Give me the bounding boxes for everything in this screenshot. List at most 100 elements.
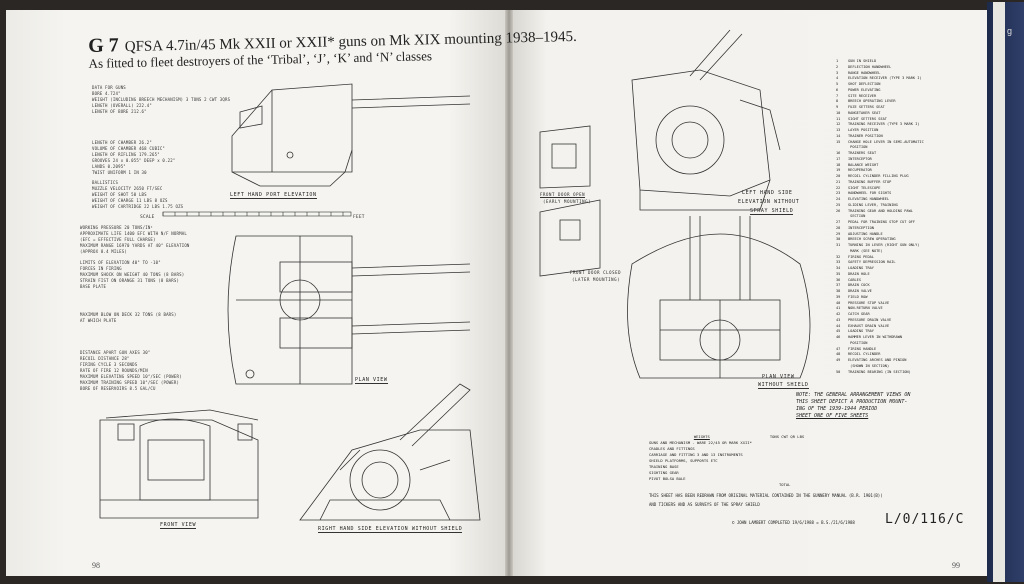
- index-text: DEFLECTION HANDWHEEL: [848, 64, 892, 69]
- specs-range: WORKING PRESSURE 20 TONS/IN² APPROXIMATE…: [80, 225, 190, 255]
- index-text: INTERCEPTOR: [848, 156, 872, 161]
- cover-strip: [993, 2, 1005, 582]
- index-number: 34: [836, 266, 841, 270]
- index-text: NON-RETURN VALVE: [848, 306, 883, 311]
- weights-row: PIVOT BOLSA BALE: [649, 476, 686, 481]
- index-text: SLIDING LEVER, TRAINING: [848, 202, 898, 207]
- label-front-door-open: FRONT DOOR OPEN: [540, 192, 586, 198]
- index-text: PRESSURE STOP VALVE: [848, 300, 890, 305]
- index-item: 19 RECUPERATOR: [836, 168, 924, 174]
- index-number: 25: [836, 202, 841, 207]
- spec-line: RECOIL DISTANCE 28": [80, 356, 130, 361]
- index-text: POSITION: [848, 340, 868, 345]
- index-text: RECUPERATOR: [848, 168, 872, 173]
- index-text: ELEVATING HANDWHEEL: [848, 197, 890, 201]
- specs-misc: MAXIMUM BLOW ON DECK 32 TONS (8 BARS) AT…: [80, 312, 177, 324]
- index-text: RANGE HANDWHEEL: [848, 70, 881, 75]
- index-number: 31: [836, 243, 841, 247]
- index-number: 37: [836, 283, 841, 288]
- spec-line: MAXIMUM RANGE 16970 YARDS AT 40° ELEVATI…: [80, 243, 190, 248]
- index-text: FUZE SETTERS SEAT: [848, 105, 885, 109]
- front-door-closed-drawing: [539, 199, 601, 277]
- label-front-door-closed-sub: (LATER MOUNTING): [572, 277, 621, 282]
- index-item: POSITION: [836, 145, 924, 151]
- spec-line: LENGTH OF CHAMBER 26.2": [92, 140, 152, 145]
- spec-line: RATE OF FIRE 12 ROUNDS/MIN: [80, 368, 148, 373]
- book-cover-edge: g: [987, 2, 1024, 582]
- spec-line: LENGTH OF BORE 212.6": [92, 109, 147, 114]
- index-text: TRAINING GEAR AND HOLDING PAWL: [848, 208, 913, 213]
- label-lh-side-3: SPRAY SHIELD: [750, 208, 794, 215]
- index-number: 23: [836, 191, 841, 196]
- spec-line: LANDS 0.2095": [92, 164, 126, 169]
- weights-row: SHIELD PLATFORMS, SUPPORTS ETC: [649, 458, 718, 463]
- note-line: NOTE: THE GENERAL ARRANGEMENT VIEWS ON: [796, 392, 911, 398]
- plan-view-drawing: [227, 235, 471, 385]
- index-text: POSITION: [848, 145, 868, 150]
- spec-line: BASE PLATE: [80, 284, 107, 289]
- index-number: 19: [836, 168, 841, 173]
- spec-line: WEIGHT OF SHOT 50 LBS: [92, 192, 147, 197]
- specs-chamber: LENGTH OF CHAMBER 26.2" VOLUME OF CHAMBE…: [92, 140, 175, 176]
- index-text: LOADING TRAY: [848, 266, 874, 270]
- index-text: CABLES: [848, 277, 861, 282]
- label-plan-view: PLAN VIEW: [355, 377, 388, 384]
- weights-row: TRAINING BASE: [649, 464, 679, 469]
- note-line: SHEET ONE OF FIVE SHEETS: [796, 413, 869, 419]
- index-item: 24 ELEVATING HANDWHEEL: [836, 197, 924, 203]
- index-number: 28: [836, 225, 841, 230]
- index-text: TRAINING BUFFER STOP: [848, 179, 892, 184]
- index-number: 3: [836, 70, 839, 75]
- label-plan-view-right-2: WITHOUT SHIELD: [758, 382, 809, 389]
- spec-line: VOLUME OF CHAMBER 468 CUBIC": [92, 146, 166, 151]
- index-number: 10: [836, 110, 841, 115]
- index-text: CHANGE HOLE LEVER IN SEMI-AUTOMATIC: [848, 139, 924, 144]
- spec-line: WEIGHT (INCLUDING BREECH MECHANISM) 3 TO…: [92, 97, 231, 102]
- index-item: 40 PRESSURE STOP VALVE: [836, 301, 924, 307]
- index-number: 26: [836, 208, 841, 213]
- index-text: ELEVATION RECEIVER (TYPE 3 MARK I): [848, 76, 922, 81]
- index-number: 50: [836, 369, 841, 374]
- index-text: RECOIL CYLINDER: [848, 352, 881, 357]
- spec-line: TWIST UNIFORM 1 IN 30: [92, 170, 147, 175]
- index-text: CATCH GEAR: [848, 312, 870, 316]
- port-elevation-drawing: [231, 83, 471, 187]
- index-number: 41: [836, 306, 841, 311]
- index-number: 40: [836, 300, 841, 305]
- right-plan-view-drawing: [627, 216, 811, 379]
- index-text: SIGHT TELESCOPE: [848, 185, 881, 190]
- label-port-elevation: LEFT HAND PORT ELEVATION: [230, 192, 317, 199]
- spec-line: LIMITS OF ELEVATION 40° TO -10°: [80, 260, 161, 265]
- spec-line: MAXIMUM BLOW ON DECK 32 TONS (8 BARS): [80, 312, 177, 317]
- rh-side-elevation-drawing: [299, 383, 481, 521]
- index-text: HAMMER LEVER IN WITHDRAWN: [848, 335, 903, 339]
- spec-line: APPROXIMATE LIFE 1400 EFC WITH N/F NORMA…: [80, 231, 187, 236]
- index-number: 4: [836, 76, 839, 81]
- index-text: SITE RECEIVER: [848, 93, 877, 98]
- weights-row: CARRIAGE AND FITTING 3 AND 13 INSTRUMENT…: [649, 452, 743, 457]
- index-item: POSITION: [836, 341, 924, 347]
- index-text: ELEVATING ARCHES AND PINION: [848, 358, 907, 362]
- index-number: 24: [836, 197, 841, 201]
- index-text: FIRING HANDLE: [848, 346, 877, 351]
- spec-line: FORCES IN FIRING: [80, 266, 122, 271]
- index-number: 1: [836, 59, 839, 63]
- spec-line: FIRING CYCLE 3 SECONDS: [80, 362, 138, 367]
- spec-line: BORE OF RESERVOIRS 8.5 GAL/CU: [80, 386, 156, 391]
- index-text: HANDWHEEL FOR SIGHTS: [848, 191, 892, 196]
- index-text: (SHOWN IN SECTION): [848, 363, 890, 368]
- weights-head: TONS CWT QR LBS: [769, 434, 805, 439]
- index-number: 38: [836, 289, 841, 293]
